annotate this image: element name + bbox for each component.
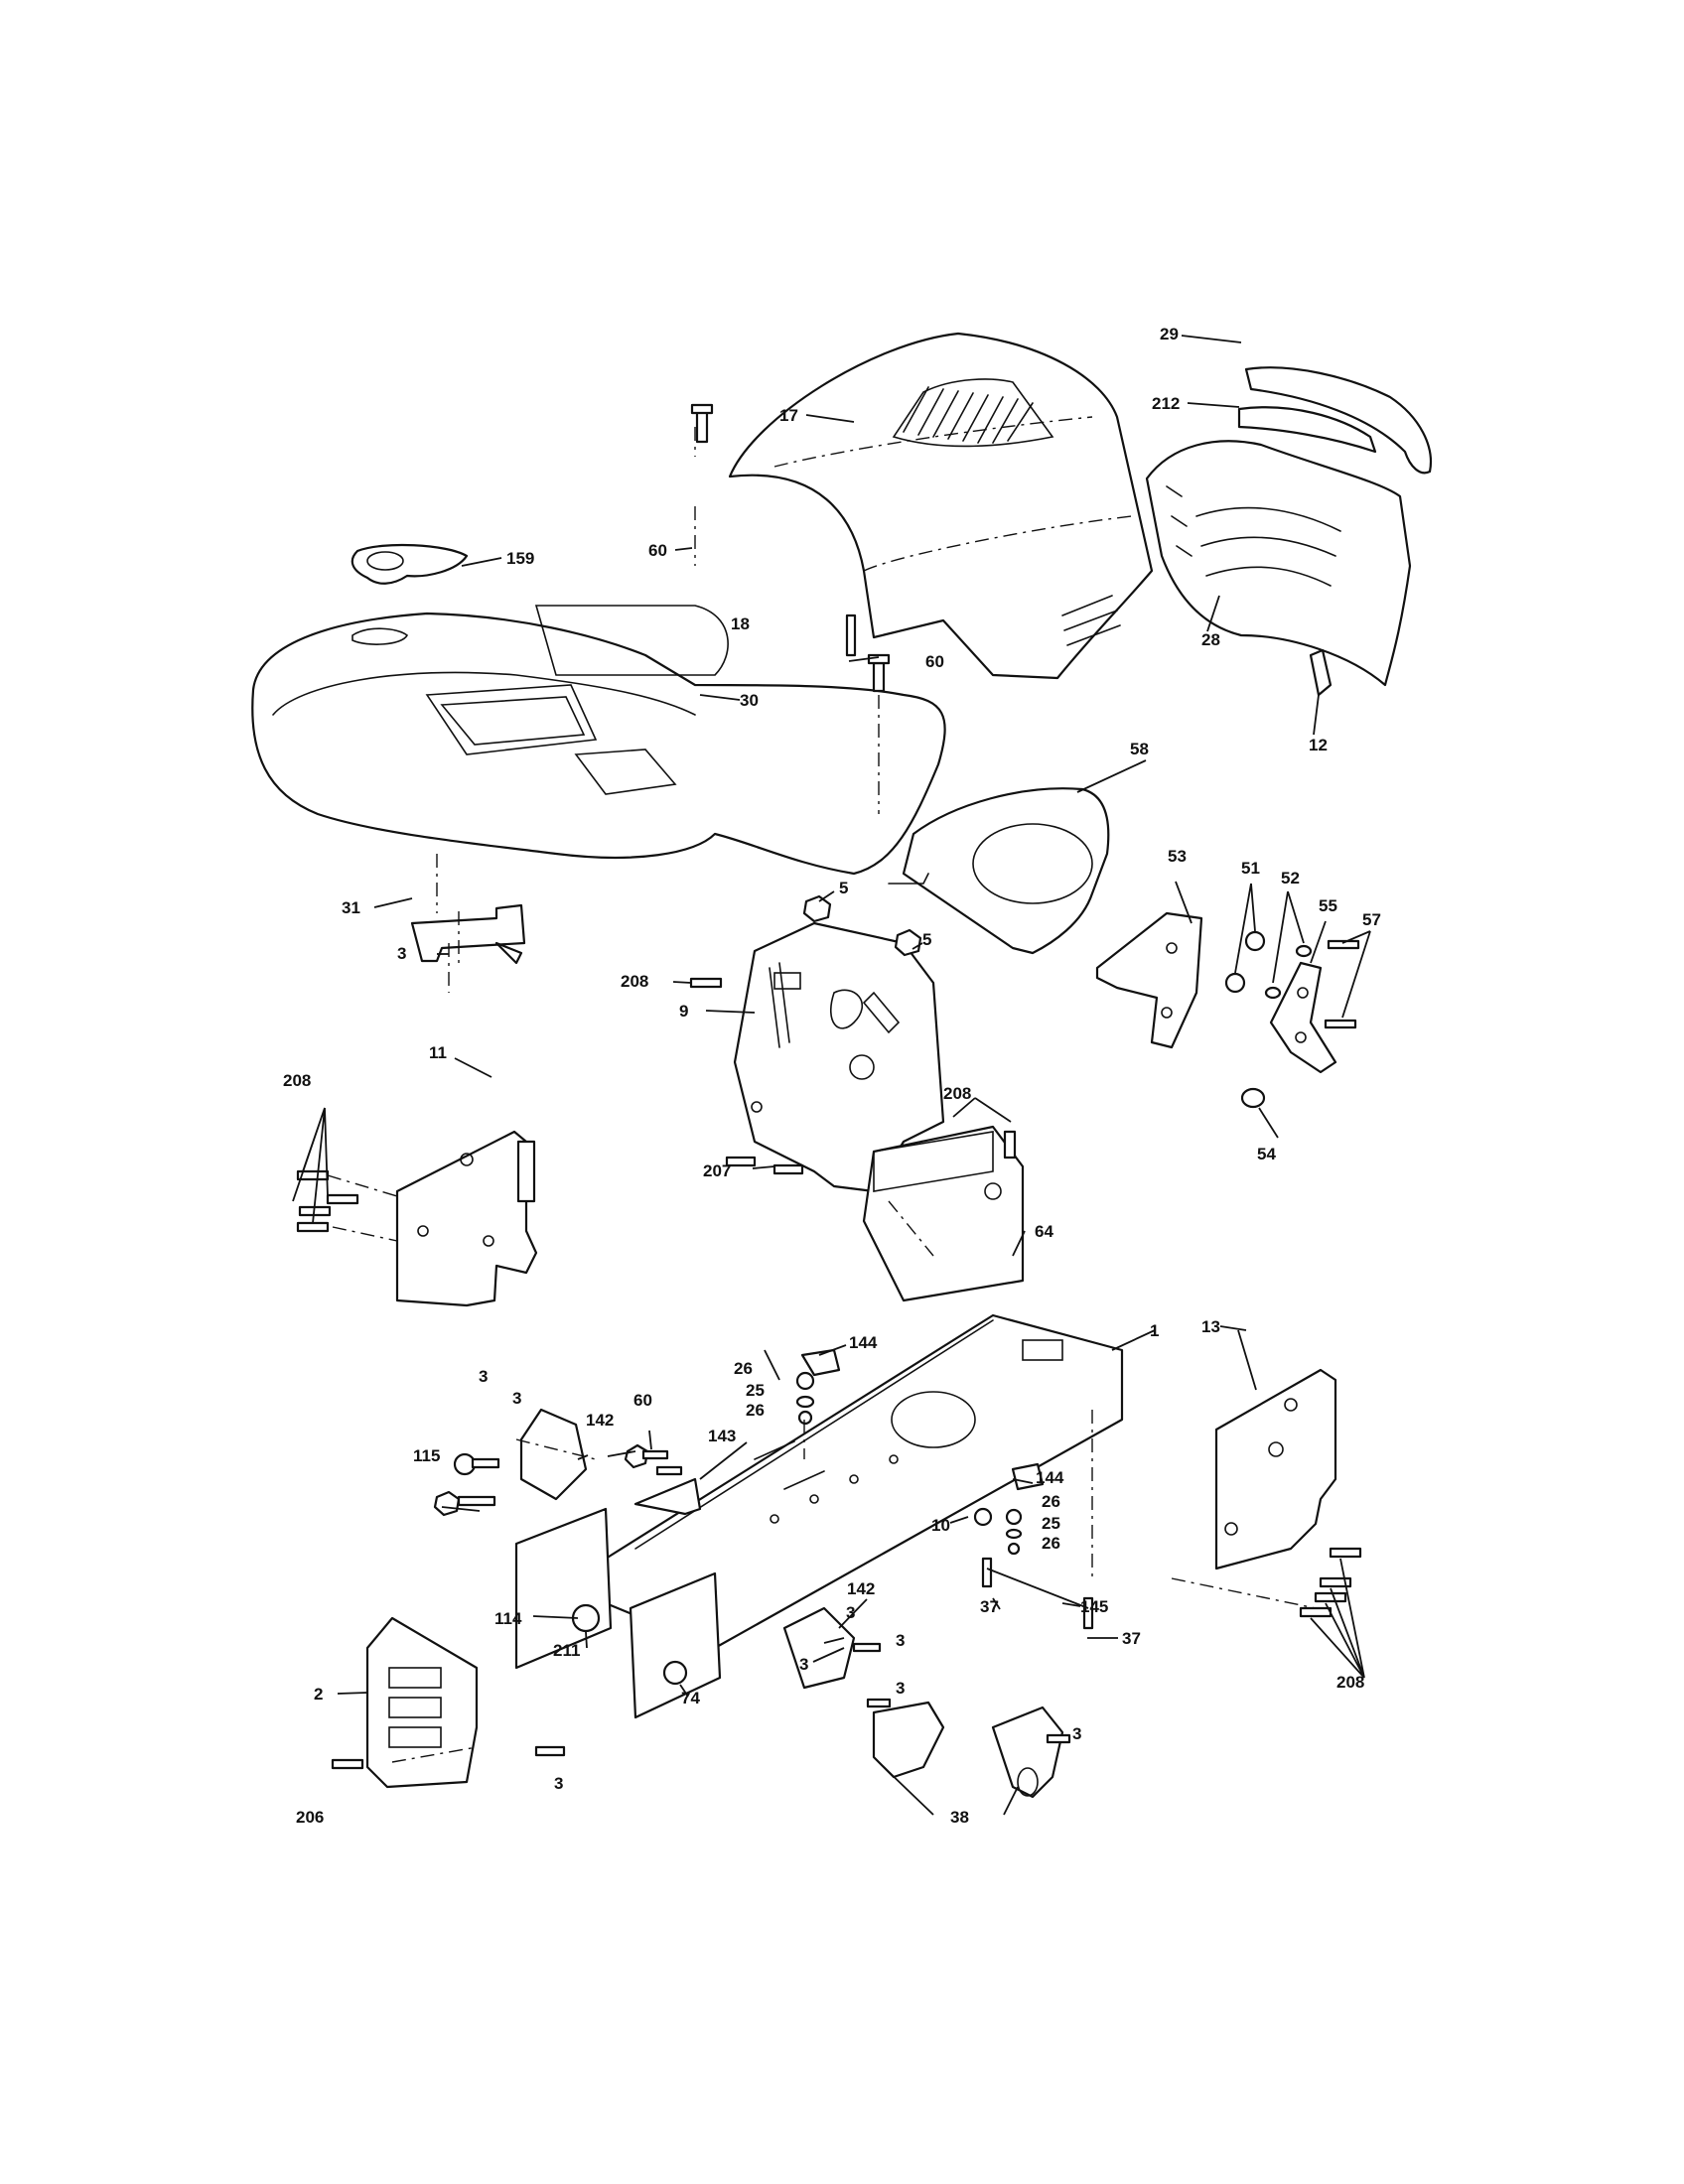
label-60-top: 60	[648, 541, 667, 560]
deflector-brackets	[866, 1698, 1071, 1799]
label-51: 51	[1241, 859, 1260, 878]
label-12: 12	[1309, 736, 1328, 754]
label-13: 13	[1201, 1317, 1220, 1336]
right-side-panel	[1214, 1368, 1337, 1570]
label-211: 211	[553, 1641, 580, 1660]
label-206: 206	[296, 1808, 324, 1827]
label-208-left: 208	[283, 1071, 311, 1090]
label-74: 74	[681, 1689, 700, 1707]
label-17: 17	[779, 406, 798, 425]
label-3-axle-a: 3	[846, 1603, 855, 1622]
label-64: 64	[1035, 1222, 1053, 1241]
label-142-right: 142	[847, 1579, 875, 1598]
callout-labels: 29 212 17 159 60 18 28 60 30 12 58 53 51…	[283, 325, 1381, 1827]
label-26-a: 26	[734, 1359, 753, 1378]
label-3-front: 3	[554, 1774, 563, 1793]
label-57: 57	[1362, 910, 1381, 929]
label-114: 114	[494, 1609, 522, 1628]
label-2: 2	[314, 1685, 323, 1704]
label-159: 159	[506, 549, 534, 568]
support-bracket	[862, 1125, 1025, 1302]
hood	[728, 332, 1154, 680]
axle-bracket-right	[782, 1606, 856, 1690]
label-38: 38	[950, 1808, 969, 1827]
hood-bolt-left	[690, 403, 714, 444]
label-3-frame-b: 3	[512, 1389, 521, 1408]
label-18: 18	[731, 614, 750, 633]
label-144-top: 144	[849, 1333, 878, 1352]
label-3-deflector-a: 3	[896, 1679, 905, 1698]
air-duct	[888, 787, 1110, 955]
label-143: 143	[708, 1427, 736, 1445]
dash-panel	[733, 921, 945, 1193]
pivot-bracket	[1269, 961, 1337, 1074]
label-1: 1	[1150, 1321, 1159, 1340]
grille-trim	[1244, 366, 1433, 475]
fender-bracket	[410, 903, 526, 965]
cup-holder	[351, 543, 469, 585]
label-55: 55	[1319, 896, 1337, 915]
grille-insert	[1237, 406, 1377, 454]
label-5-top: 5	[839, 879, 848, 897]
leader-lines	[292, 335, 1371, 1816]
left-side-panel	[395, 1130, 538, 1307]
fender-deck	[251, 605, 946, 876]
assembly-lines	[327, 427, 1317, 1763]
label-31: 31	[342, 898, 360, 917]
label-3-deflector-b: 3	[1072, 1724, 1081, 1743]
label-145: 145	[1080, 1597, 1108, 1616]
right-panel-bolts	[1299, 1547, 1362, 1618]
label-9: 9	[679, 1002, 688, 1021]
label-208-right: 208	[1336, 1673, 1364, 1692]
label-3-axle-c: 3	[799, 1655, 808, 1674]
label-60-right: 60	[925, 652, 944, 671]
steering-bracket	[1095, 911, 1203, 1049]
nuts-washers-bolts	[1224, 930, 1360, 1109]
label-115: 115	[413, 1446, 440, 1465]
label-208-mid: 208	[943, 1084, 971, 1103]
label-37-right: 37	[1122, 1629, 1141, 1648]
label-54: 54	[1257, 1145, 1276, 1163]
label-3-axle-b: 3	[896, 1631, 905, 1650]
label-58: 58	[1130, 740, 1149, 758]
hood-bolt-right	[867, 653, 891, 693]
label-60-frame: 60	[633, 1391, 652, 1410]
label-30: 30	[740, 691, 759, 710]
label-3-frame-a: 3	[479, 1367, 488, 1386]
label-207: 207	[703, 1161, 731, 1180]
grille	[1145, 440, 1412, 687]
axle-bracket-left	[519, 1408, 588, 1501]
label-3-bracket: 3	[397, 944, 406, 963]
label-212: 212	[1152, 394, 1180, 413]
grille-clip	[1309, 648, 1333, 697]
label-26-b: 26	[746, 1401, 765, 1420]
label-142-left: 142	[586, 1411, 614, 1430]
label-144-right: 144	[1036, 1468, 1064, 1487]
label-25-a: 25	[746, 1381, 765, 1400]
front-plate	[365, 1616, 479, 1789]
label-53: 53	[1168, 847, 1187, 866]
label-52: 52	[1281, 869, 1300, 887]
label-28: 28	[1201, 630, 1220, 649]
hood-pin	[845, 614, 857, 657]
label-11: 11	[429, 1043, 447, 1062]
label-26-c: 26	[1042, 1492, 1060, 1511]
label-5-right: 5	[922, 930, 931, 949]
label-208-dash: 208	[621, 972, 648, 991]
frame-bolt-parts	[331, 1348, 1094, 1770]
label-37-left: 37	[980, 1597, 999, 1616]
label-26-d: 26	[1042, 1534, 1060, 1553]
bumper-bracket	[633, 1477, 702, 1516]
label-10: 10	[931, 1516, 950, 1535]
label-29: 29	[1160, 325, 1179, 343]
label-25-b: 25	[1042, 1514, 1060, 1533]
rear-frame-plate-right	[629, 1571, 722, 1719]
